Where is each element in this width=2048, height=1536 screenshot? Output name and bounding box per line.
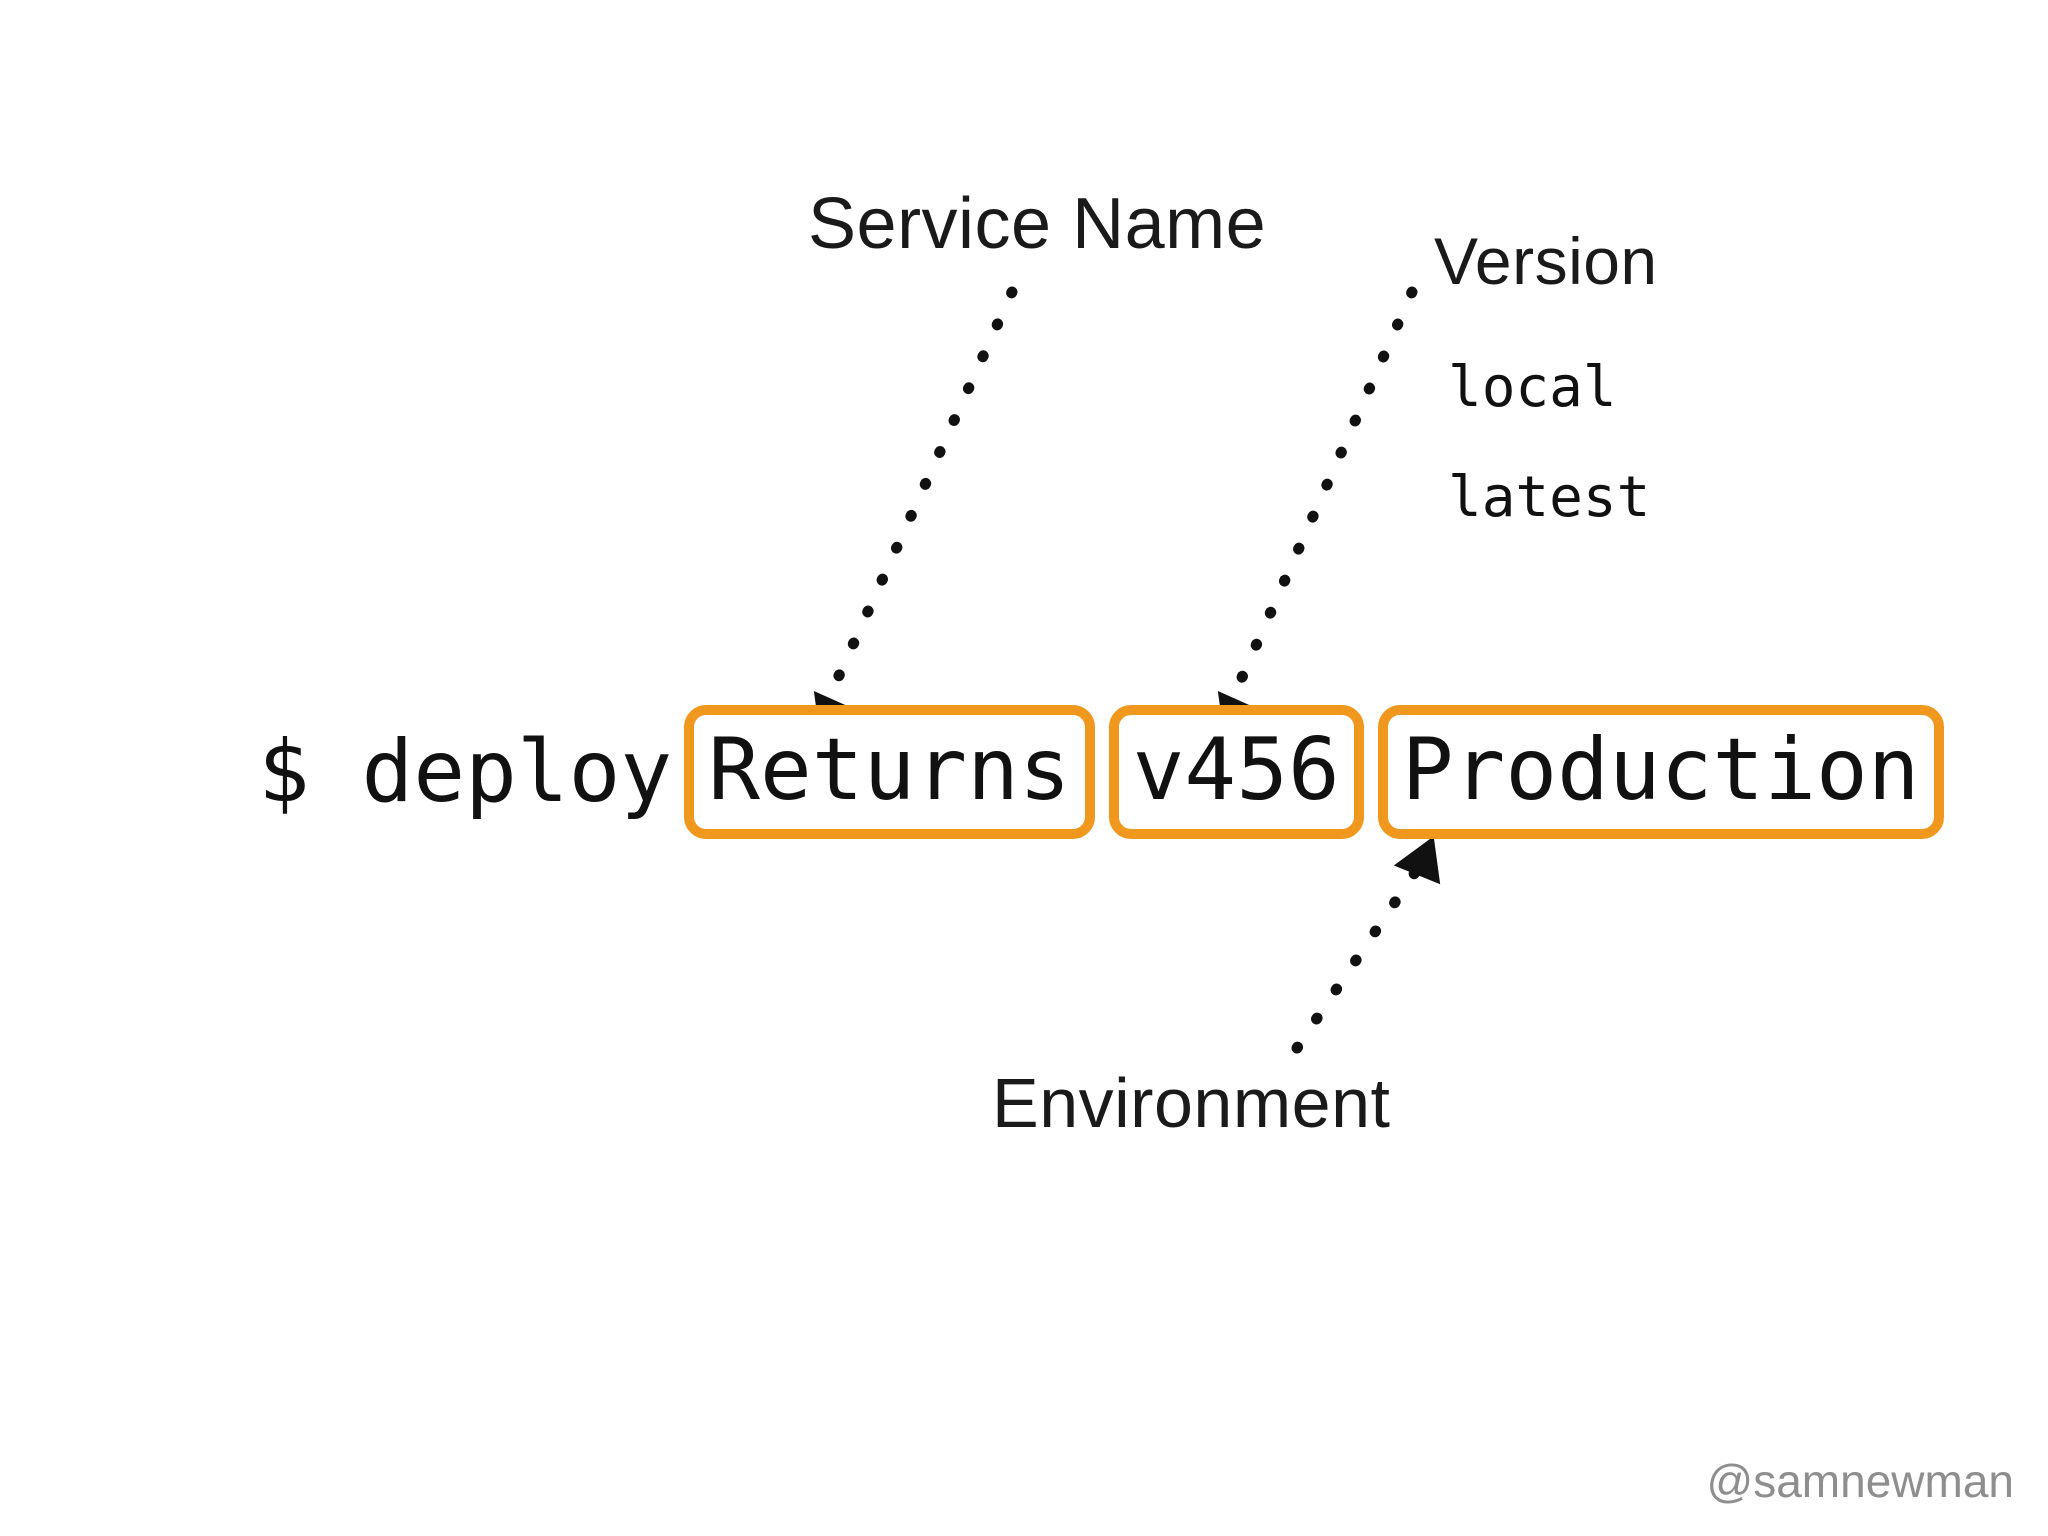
watermark-handle: @samnewman <box>1706 1455 2014 1507</box>
leader-line-version <box>1217 286 1418 740</box>
command-token-environment[interactable]: Production <box>1377 705 1944 839</box>
annotation-label-service-name: Service Name <box>808 184 1267 264</box>
command-token-version[interactable]: v456 <box>1108 705 1364 839</box>
version-example-latest: latest <box>1448 465 1651 530</box>
annotation-label-environment: Environment <box>992 1064 1391 1142</box>
leader-line-service-name <box>813 286 1018 740</box>
command-line: $ deploy Returns v456 Production <box>258 705 1944 839</box>
version-example-local: local <box>1448 355 1617 420</box>
leader-line-environment <box>1291 836 1441 1054</box>
command-prompt: $ deploy <box>258 722 673 822</box>
annotation-label-version: Version <box>1434 224 1658 298</box>
command-token-service-name[interactable]: Returns <box>684 705 1095 839</box>
